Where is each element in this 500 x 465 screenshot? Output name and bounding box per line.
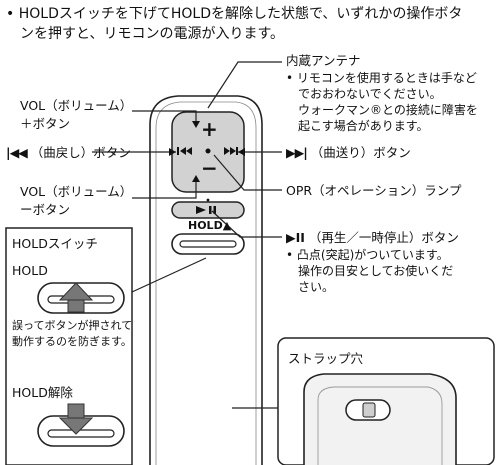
next-label: ▶▶| （曲送り）ボタン (286, 144, 411, 161)
hold-label-on-remote: HOLD▲ (188, 219, 232, 232)
vol-minus-button: − (201, 156, 218, 180)
play-pause-icon: ▶II (286, 230, 305, 245)
prev-icon: |◀◀ (6, 145, 28, 160)
bump-dot (206, 198, 210, 202)
intro-line-2: ンを押すと、リモコンの電源が入ります。 (20, 26, 285, 42)
hold-box-title: HOLDスイッチ (12, 236, 98, 251)
opr-lamp (205, 148, 211, 154)
hold-label: HOLD (12, 263, 48, 278)
antenna-title: 内蔵アンテナ (286, 53, 361, 68)
strap-hole-title: ストラップ穴 (288, 351, 364, 366)
prev-label: |◀◀ （曲戻し）ボタン (6, 144, 131, 161)
antenna-note-1: • リモコンを使用するときは手など (286, 71, 477, 85)
hold-note-2: 動作するのを防ぎます。 (12, 335, 132, 348)
bump-note-1: • 凸点(突起)がついています。 (286, 248, 449, 262)
intro-text: • HOLDスイッチを下げてHOLDを解除した状態で、いずれかの操作ボタ ンを押… (6, 4, 496, 44)
play-pause-label: ▶II （再生／一時停止）ボタン (286, 229, 459, 246)
prev-label-text: （曲戻し）ボタン (30, 145, 131, 160)
play-pause-label-text: （再生／一時停止）ボタン (308, 230, 459, 245)
vol-plus-button: + (201, 117, 218, 141)
next-label-text: （曲送り）ボタン (310, 145, 411, 160)
hold-note-1: 誤ってボタンが押されて (12, 319, 133, 332)
intro-line-1: HOLDスイッチを下げてHOLDを解除した状態で、いずれかの操作ボタ (18, 6, 463, 22)
up-arrow-icon (58, 282, 94, 301)
vol-plus-label-2: ＋ボタン (20, 116, 71, 131)
bump-note-2: 操作の目安としてお使いくだ (286, 264, 454, 278)
down-arrow-icon (58, 417, 94, 435)
vol-minus-label-1: VOL（ボリューム） (20, 184, 133, 199)
play-pause-button (171, 201, 245, 219)
next-icon: ▶▶| (286, 145, 308, 160)
opr-lamp-label: OPR（オペレーション）ランプ (286, 183, 462, 198)
vol-minus-label-2: ーボタン (20, 202, 71, 217)
antenna-note-2: でおおわないでください。 (286, 87, 442, 101)
antenna-note-4: 起こす場合があります。 (286, 119, 429, 133)
next-button-icon (224, 147, 238, 155)
prev-button-icon (177, 147, 192, 155)
intro-bullet: • (6, 6, 15, 22)
bump-note-3: さい。 (286, 280, 335, 294)
antenna-note-3: ウォークマン®との接続に障害を (286, 103, 478, 117)
vol-plus-label-1: VOL（ボリューム） (20, 98, 133, 113)
hold-release-label: HOLD解除 (12, 385, 73, 400)
